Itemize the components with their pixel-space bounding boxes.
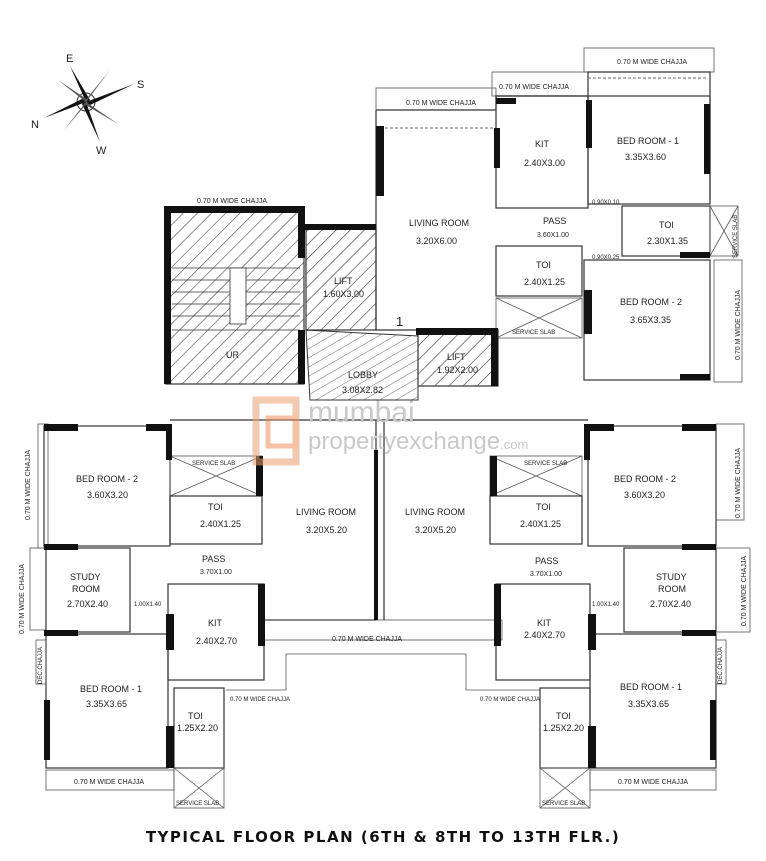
left-pass-name: PASS xyxy=(202,554,225,564)
right-toi2-name: TOI xyxy=(556,711,571,721)
right-study-size: 2.70X2.40 xyxy=(650,599,691,609)
left-study-size: 2.70X2.40 xyxy=(67,599,108,609)
ur-label: UR xyxy=(226,350,239,360)
lift1-name: LIFT xyxy=(334,276,353,286)
left-living-size: 3.20X5.20 xyxy=(306,525,347,535)
left-bed1-name: BED ROOM - 1 xyxy=(80,684,142,694)
left-dim: 1.00X1.40 xyxy=(134,602,162,608)
lobby-name: LOBBY xyxy=(348,370,378,380)
left-kit-size: 2.40X2.70 xyxy=(196,636,237,646)
right-chajja-vertical-1: 0.70 M WIDE CHAJJA xyxy=(735,448,742,518)
top-chajja-vertical: 0.70 M WIDE CHAJJA xyxy=(735,290,742,360)
left-pass-size: 3.70X1.00 xyxy=(200,569,232,576)
right-study-name-1: STUDY xyxy=(656,572,687,582)
lift2-name: LIFT xyxy=(447,352,466,362)
right-bed2-name: BED ROOM - 2 xyxy=(614,474,676,484)
left-service-slab-bottom: SERVICE SLAB xyxy=(176,801,219,807)
left-kit-name: KIT xyxy=(208,618,223,628)
right-flat-walls xyxy=(374,419,751,809)
top-service-slab: SERVICE SLAB xyxy=(512,330,555,336)
top-toi-b-size: 2.40X1.25 xyxy=(524,277,565,287)
watermark-domain-suffix: .com xyxy=(500,437,529,452)
left-chajja-vertical-1: 0.70 M WIDE CHAJJA xyxy=(25,450,32,520)
left-chajja-vertical-2: 0.70 M WIDE CHAJJA xyxy=(19,564,26,634)
top-bed2-name: BED ROOM - 2 xyxy=(620,297,682,307)
top-kit-size: 2.40X3.00 xyxy=(524,158,565,168)
left-chajja-small: 0.70 M WIDE CHAJJA xyxy=(230,697,290,703)
right-service-slab: SERVICE SLAB xyxy=(524,461,567,467)
left-toi2-name: TOI xyxy=(188,711,203,721)
compass-north-label: N xyxy=(31,119,39,131)
top-toi-a-name: TOI xyxy=(659,220,674,230)
top-kit-name: KIT xyxy=(535,139,550,149)
right-toi-name: TOI xyxy=(536,502,551,512)
flat-number: 1 xyxy=(396,314,403,329)
top-dim-1: 0.90X0.10 xyxy=(592,200,620,206)
right-service-slab-bottom: SERVICE SLAB xyxy=(542,801,585,807)
right-kit-name: KIT xyxy=(537,618,552,628)
chajja-label-top-mid: 0.70 M WIDE CHAJJA xyxy=(499,84,569,91)
top-pass-size: 3.60X1.00 xyxy=(537,232,569,239)
top-bed1-name: BED ROOM - 1 xyxy=(617,136,679,146)
right-pass-size: 3.70X1.00 xyxy=(530,571,562,578)
top-bed1-size: 3.35X3.60 xyxy=(625,152,666,162)
top-service-slab-vertical: SERVICE SLAB xyxy=(733,215,739,258)
top-living-size: 3.20X6.00 xyxy=(416,236,457,246)
left-chajja-bottom: 0.70 M WIDE CHAJJA xyxy=(74,779,144,786)
right-chajja-bottom: 0.70 M WIDE CHAJJA xyxy=(618,779,688,786)
lobby-size: 3.08X2.82 xyxy=(342,385,383,395)
right-chajja-vertical-2: 0.70 M WIDE CHAJJA xyxy=(741,556,748,626)
lift2-size: 1.92X2.00 xyxy=(437,365,478,375)
watermark-logo-icon xyxy=(252,396,300,466)
top-flat-walls xyxy=(375,47,743,383)
top-living-name: LIVING ROOM xyxy=(409,218,469,228)
left-dec-chajja: DEC.CHAJJA xyxy=(38,647,44,684)
right-dec-chajja: DEC.CHAJJA xyxy=(718,647,724,684)
left-toi-name: TOI xyxy=(208,502,223,512)
left-service-slab: SERVICE SLAB xyxy=(192,461,235,467)
right-kit-size: 2.40X2.70 xyxy=(524,630,565,640)
right-bed1-name: BED ROOM - 1 xyxy=(620,682,682,692)
right-living-name: LIVING ROOM xyxy=(405,507,465,517)
top-pass-name: PASS xyxy=(543,216,566,226)
watermark-domain-name: propertyexchange xyxy=(308,428,501,455)
chajja-label-top-left: 0.70 M WIDE CHAJJA xyxy=(406,100,476,107)
right-chajja-small: 0.70 M WIDE CHAJJA xyxy=(480,697,540,703)
left-toi2-size: 1.25X2.20 xyxy=(177,723,218,733)
left-study-name-2: ROOM xyxy=(72,584,100,594)
left-bed2-size: 3.60X3.20 xyxy=(87,490,128,500)
top-bed2-size: 3.65X3.35 xyxy=(630,315,671,325)
right-study-name-2: ROOM xyxy=(658,584,686,594)
right-pass-name: PASS xyxy=(535,556,558,566)
chajja-label-top-right: 0.70 M WIDE CHAJJA xyxy=(617,59,687,66)
watermark-text: mumbai xyxy=(308,396,415,429)
right-toi2-size: 1.25X2.20 xyxy=(543,723,584,733)
top-dim-2: 0.90X0.25 xyxy=(592,255,620,261)
left-bed1-size: 3.35X3.65 xyxy=(86,699,127,709)
compass-west-label: W xyxy=(96,145,107,157)
center-chajja: 0.70 M WIDE CHAJJA xyxy=(332,636,402,643)
compass-south-label: S xyxy=(137,79,144,91)
compass-east-label: E xyxy=(66,53,73,65)
left-study-name-1: STUDY xyxy=(70,572,101,582)
right-bed2-size: 3.60X3.20 xyxy=(624,490,665,500)
watermark-domain: propertyexchange.com xyxy=(308,428,528,456)
right-bed1-size: 3.35X3.65 xyxy=(628,699,669,709)
left-toi-size: 2.40X1.25 xyxy=(200,519,241,529)
right-living-size: 3.20X5.20 xyxy=(415,525,456,535)
plan-title: TYPICAL FLOOR PLAN (6TH & 8TH TO 13TH FL… xyxy=(145,828,621,846)
right-toi-size: 2.40X1.25 xyxy=(520,519,561,529)
right-dim: 1.00X1.40 xyxy=(592,602,620,608)
left-living-name: LIVING ROOM xyxy=(296,507,356,517)
top-toi-b-name: TOI xyxy=(536,260,551,270)
left-bed2-name: BED ROOM - 2 xyxy=(76,474,138,484)
top-toi-a-size: 2.30X1.35 xyxy=(647,236,688,246)
left-flat-walls xyxy=(29,419,540,809)
compass-rose-icon xyxy=(44,66,134,142)
core-area xyxy=(164,206,499,401)
lift1-size: 1.60X3.00 xyxy=(323,289,364,299)
chajja-label-core: 0.70 M WIDE CHAJJA xyxy=(197,198,267,205)
